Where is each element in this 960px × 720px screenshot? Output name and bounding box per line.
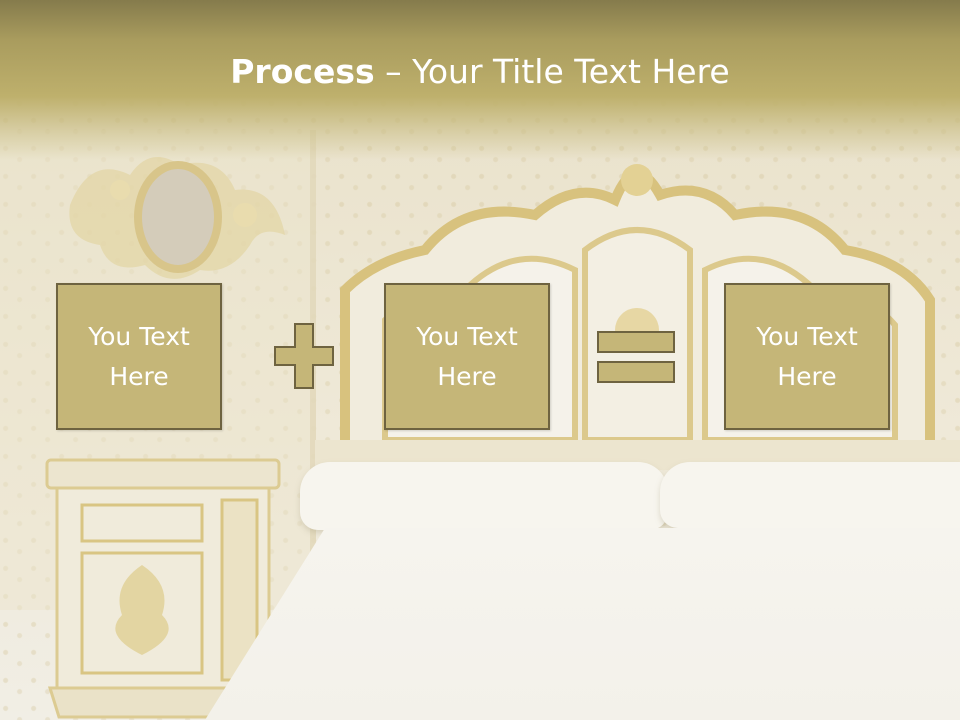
process-box-1[interactable]: You Text Here: [56, 283, 222, 430]
pillow: [300, 462, 668, 530]
ornate-mirror: [69, 157, 285, 279]
pillow: [660, 462, 960, 528]
slide-title[interactable]: Process – Your Title Text Here: [0, 52, 960, 91]
title-rest: – Your Title Text Here: [374, 52, 730, 91]
plus-icon: [274, 323, 334, 389]
title-bar: [0, 0, 960, 160]
process-box-2[interactable]: You Text Here: [384, 283, 550, 430]
process-box-3[interactable]: You Text Here: [724, 283, 890, 430]
box-label: You Text Here: [88, 321, 190, 391]
box-label: You Text Here: [416, 321, 518, 391]
box-label: You Text Here: [756, 321, 858, 391]
equals-icon: [597, 331, 675, 383]
title-bold: Process: [230, 52, 375, 91]
bed: [205, 528, 960, 720]
